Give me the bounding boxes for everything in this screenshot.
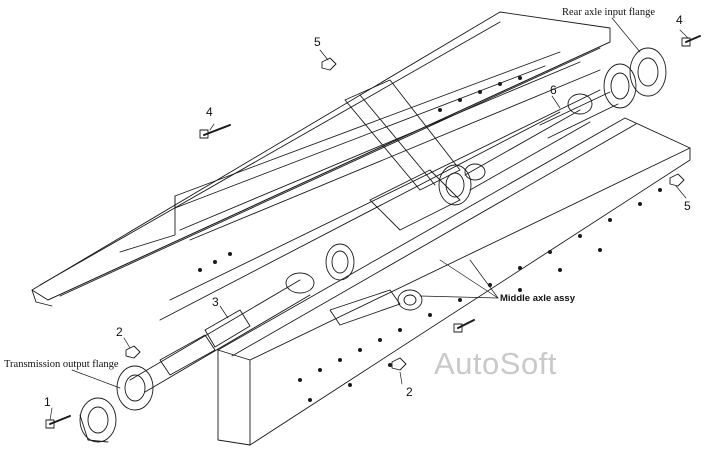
frame-holes <box>198 76 662 402</box>
front-drive-shaft <box>129 243 355 393</box>
callout-3: 3 <box>212 295 219 309</box>
cross-member <box>344 79 461 231</box>
transmission-output-flange-label: Transmission output flange <box>4 359 119 370</box>
callout-4-left: 4 <box>206 105 213 119</box>
callout-5-right: 5 <box>684 199 691 213</box>
callout-1: 1 <box>44 395 51 409</box>
rear-axle-input-flange-label: Rear axle input flange <box>562 7 656 18</box>
leader-lines <box>49 17 689 421</box>
callout-2-left: 2 <box>116 325 123 339</box>
callout-6: 6 <box>550 83 557 97</box>
rear-drive-shaft <box>539 47 667 139</box>
autosoft-watermark: AutoSoft <box>434 346 557 381</box>
callout-4-right: 4 <box>676 13 683 27</box>
near-frame-rail <box>159 89 691 446</box>
transmission-output-flange <box>79 365 154 443</box>
middle-axle-assy-label: Middle axle assy <box>500 293 575 304</box>
callout-2-right: 2 <box>406 385 413 399</box>
far-frame-rail <box>31 11 611 307</box>
bolts-and-nuts <box>45 35 701 429</box>
middle-axle-parts <box>329 109 591 326</box>
callout-5-top: 5 <box>314 35 321 49</box>
